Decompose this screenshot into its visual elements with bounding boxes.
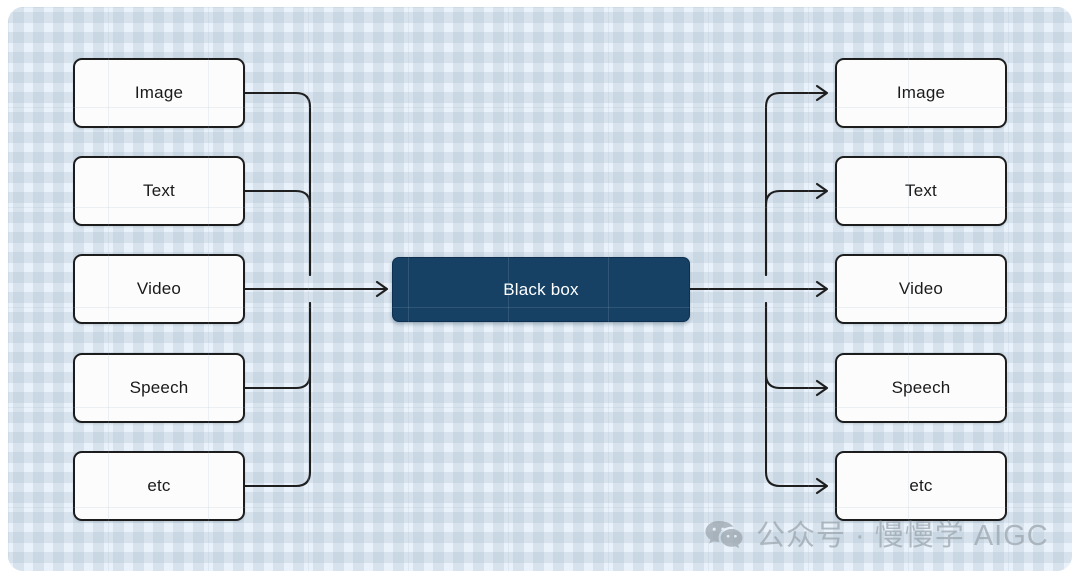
input-node-text-label: Text xyxy=(143,181,175,200)
wire-output-speech xyxy=(764,301,828,390)
arrowhead-output-image xyxy=(815,84,829,102)
watermark-text: 公众号 · 慢慢学 AIGC xyxy=(756,519,1049,552)
wire-input-image xyxy=(243,91,312,277)
wire-output-etc xyxy=(764,301,828,488)
output-node-speech[interactable]: Speech xyxy=(835,353,1007,423)
input-node-speech-label: Speech xyxy=(129,378,189,397)
input-node-video[interactable]: Video xyxy=(73,254,245,324)
input-node-image-label: Image xyxy=(134,83,184,102)
input-node-text[interactable]: Text xyxy=(73,156,245,226)
black-box-node[interactable]: Black box xyxy=(392,257,690,322)
wechat-logo-icon xyxy=(705,521,743,549)
wire-output-text xyxy=(764,189,828,277)
input-node-video-label: Video xyxy=(136,279,182,298)
output-node-etc-label: etc xyxy=(909,476,933,495)
wire-input-speech xyxy=(243,301,312,390)
wire-input-text xyxy=(243,189,312,277)
arrowhead-into-blackbox xyxy=(375,280,389,298)
output-node-image-label: Image xyxy=(896,83,946,102)
arrowhead-output-speech xyxy=(815,379,829,397)
arrowhead-output-text xyxy=(815,182,829,200)
wire-output-image xyxy=(764,91,828,277)
output-node-text[interactable]: Text xyxy=(835,156,1007,226)
output-node-etc[interactable]: etc xyxy=(835,451,1007,521)
arrowhead-output-video xyxy=(815,280,829,298)
watermark: 公众号 · 慢慢学 AIGC xyxy=(704,519,1049,553)
diagram-canvas: Image Text Video Speech etc Black box Im… xyxy=(8,7,1072,571)
output-node-text-label: Text xyxy=(905,181,937,200)
output-node-image[interactable]: Image xyxy=(835,58,1007,128)
output-node-speech-label: Speech xyxy=(891,378,951,397)
black-box-label: Black box xyxy=(503,279,579,299)
input-node-etc-label: etc xyxy=(147,476,171,495)
arrowhead-output-etc xyxy=(815,477,829,495)
output-node-video[interactable]: Video xyxy=(835,254,1007,324)
input-node-speech[interactable]: Speech xyxy=(73,353,245,423)
input-node-image[interactable]: Image xyxy=(73,58,245,128)
input-node-etc[interactable]: etc xyxy=(73,451,245,521)
wire-input-etc xyxy=(243,301,312,488)
output-node-video-label: Video xyxy=(898,279,944,298)
